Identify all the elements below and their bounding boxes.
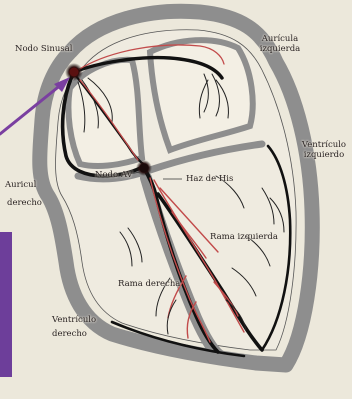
label-ventriculo-izquierdo-line1: Ventrículo [296,140,352,150]
av-node-core [140,164,149,173]
label-auricula-derecha-line1: Auricul [5,180,42,190]
label-nodo-av: Nodo AV [95,170,133,180]
label-auricula-derecha: Auricul derecho [5,180,42,208]
label-ventriculo-derecho: Ventrículo derecho [52,315,96,339]
sinoatrial-node-core [70,68,79,77]
purple-side-bar [0,232,12,377]
label-auricula-derecha-line2: derecho [5,198,42,208]
label-auricula-izquierda-line2: izquierda [252,44,308,54]
label-rama-derecha: Rama derecha [118,279,180,289]
label-ventriculo-izquierdo: Ventrículo izquierdo [296,140,352,160]
label-haz-de-his: Haz de His [186,174,233,184]
label-auricula-izquierda: Aurícula izquierda [252,34,308,54]
label-ventriculo-derecho-line2: derecho [52,329,96,339]
label-ventriculo-derecho-line1: Ventrículo [52,315,96,325]
label-auricula-izquierda-line1: Aurícula [252,34,308,44]
label-ventriculo-izquierdo-line2: izquierdo [296,150,352,160]
label-rama-izquierda: Rama izquierda [210,232,278,242]
label-nodo-sinusal: Nodo Sinusal [15,44,72,54]
